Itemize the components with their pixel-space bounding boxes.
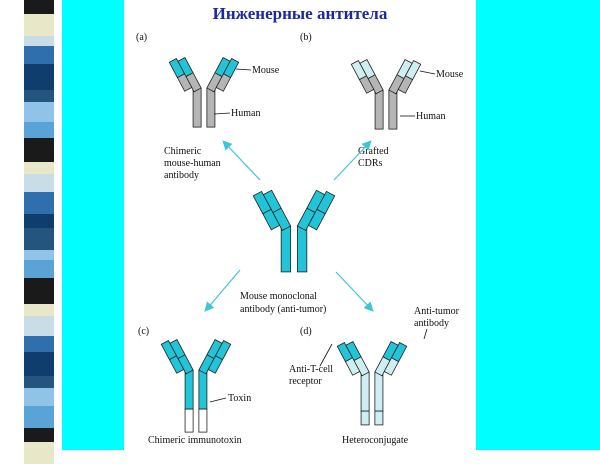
antibody-segment — [350, 59, 368, 81]
arrow-to-b — [333, 140, 372, 181]
antibody-segment — [360, 371, 370, 412]
antibody-segment — [222, 57, 240, 79]
panel-a-letter: (a) — [136, 32, 147, 43]
panel-d-antitumor-label-1: Anti-tumor — [414, 306, 460, 317]
antibody-segment — [280, 225, 292, 273]
chimeric-antibody-icon — [168, 56, 240, 128]
decorative-stripe — [24, 428, 54, 442]
antibody-segment — [388, 89, 398, 130]
antibody-segment — [374, 410, 384, 426]
antibody-segment — [360, 410, 370, 426]
antibody-segment — [184, 369, 194, 410]
panel-b-human-label: Human — [416, 111, 445, 122]
heteroconjugate-antibody-icon — [336, 340, 408, 426]
panel-a-caption-2: mouse-human — [164, 158, 221, 169]
decorative-stripe — [24, 442, 54, 464]
center-caption-2: antibody (anti-tumor) — [240, 304, 326, 315]
grafted-cdr-antibody-icon — [350, 58, 422, 130]
panel-c: (c) Toxin Chimeric immunotoxin — [138, 326, 251, 446]
antibody-segment — [214, 339, 232, 361]
antibody-segment — [374, 89, 384, 130]
antibody-segment — [390, 341, 408, 363]
panel-b-letter: (b) — [300, 32, 312, 43]
antibody-segment — [296, 225, 308, 273]
decorative-stripe — [24, 316, 54, 336]
decorative-stripe — [24, 260, 54, 278]
immunotoxin-antibody-icon — [160, 338, 232, 433]
decorative-stripe — [24, 64, 54, 90]
arrow-to-a — [222, 140, 261, 181]
antibody-segment — [184, 408, 194, 433]
decorative-stripe — [24, 336, 54, 352]
panel-d-antitumor-label-2: antibody — [414, 318, 449, 329]
arrow-to-d — [335, 271, 374, 312]
panel-b-caption-2: CDRs — [358, 158, 383, 169]
decorative-stripe — [24, 376, 54, 388]
antibody-segment — [198, 369, 208, 410]
panel-b: (b) Mouse Human Grafted CDRs — [300, 32, 464, 169]
panel-center: Mouse monoclonal antibody (anti-tumor) — [240, 189, 336, 315]
decorative-strip — [0, 0, 62, 464]
antibody-segment — [168, 57, 186, 79]
decorative-stripe — [24, 102, 54, 122]
panel-d-letter: (d) — [300, 326, 312, 337]
antibody-segment — [160, 339, 178, 361]
antibody-segment — [206, 87, 216, 128]
left-cyan-panel — [62, 0, 124, 450]
antibody-diagram: (a) Mouse Human Chimeric mouse-human ant… — [136, 32, 464, 446]
center-caption-1: Mouse monoclonal — [240, 291, 317, 302]
antibody-segment — [316, 190, 336, 215]
panel-a-mouse-label: Mouse — [252, 65, 280, 76]
decorative-stripe — [24, 138, 54, 162]
panel-c-toxin-label: Toxin — [228, 393, 251, 404]
transformation-arrows — [204, 140, 374, 312]
antibody-segment — [374, 371, 384, 412]
antibody-segment — [252, 190, 272, 215]
panel-b-mouse-label: Mouse — [436, 69, 464, 80]
antibody-segment — [404, 59, 422, 81]
decorative-stripe — [24, 14, 54, 36]
decorative-stripe — [24, 304, 54, 316]
antibody-segment — [198, 408, 208, 433]
decorative-stripe — [24, 406, 54, 428]
decorative-stripe — [24, 174, 54, 192]
panel-c-caption: Chimeric immunotoxin — [148, 435, 242, 446]
decorative-stripe — [24, 388, 54, 406]
panel-d-tcell-label-2: receptor — [289, 376, 322, 387]
panel-a-caption-1: Chimeric — [164, 146, 202, 157]
decorative-stripe — [24, 192, 54, 214]
decorative-stripe — [24, 36, 54, 46]
right-cyan-panel — [476, 0, 600, 450]
decorative-stripe — [24, 278, 54, 304]
panel-b-caption-1: Grafted — [358, 146, 389, 157]
decorative-stripe — [24, 90, 54, 102]
panel-d-caption: Heteroconjugate — [342, 435, 409, 446]
panel-c-letter: (c) — [138, 326, 149, 337]
mouse-monoclonal-antibody-icon — [252, 189, 336, 273]
antibody-segment — [192, 87, 202, 128]
panel-d: (d) Anti-tumor antibody Anti-T-cell rece… — [289, 306, 460, 446]
panel-a-human-label: Human — [231, 108, 260, 119]
panel-d-tcell-label-1: Anti-T-cell — [289, 364, 333, 375]
decorative-stripe — [24, 250, 54, 260]
antibody-segment — [336, 341, 354, 363]
decorative-stripe — [24, 162, 54, 174]
arrow-to-c — [204, 269, 241, 312]
panel-a: (a) Mouse Human Chimeric mouse-human ant… — [136, 32, 280, 181]
decorative-stripe — [24, 352, 54, 376]
decorative-stripe — [24, 228, 54, 250]
slide-title: Инженерные антитела — [212, 4, 388, 23]
decorative-stripe — [24, 0, 54, 14]
panel-a-caption-3: antibody — [164, 170, 199, 181]
decorative-stripe — [24, 214, 54, 228]
decorative-stripe — [24, 46, 54, 64]
decorative-stripe — [24, 122, 54, 138]
